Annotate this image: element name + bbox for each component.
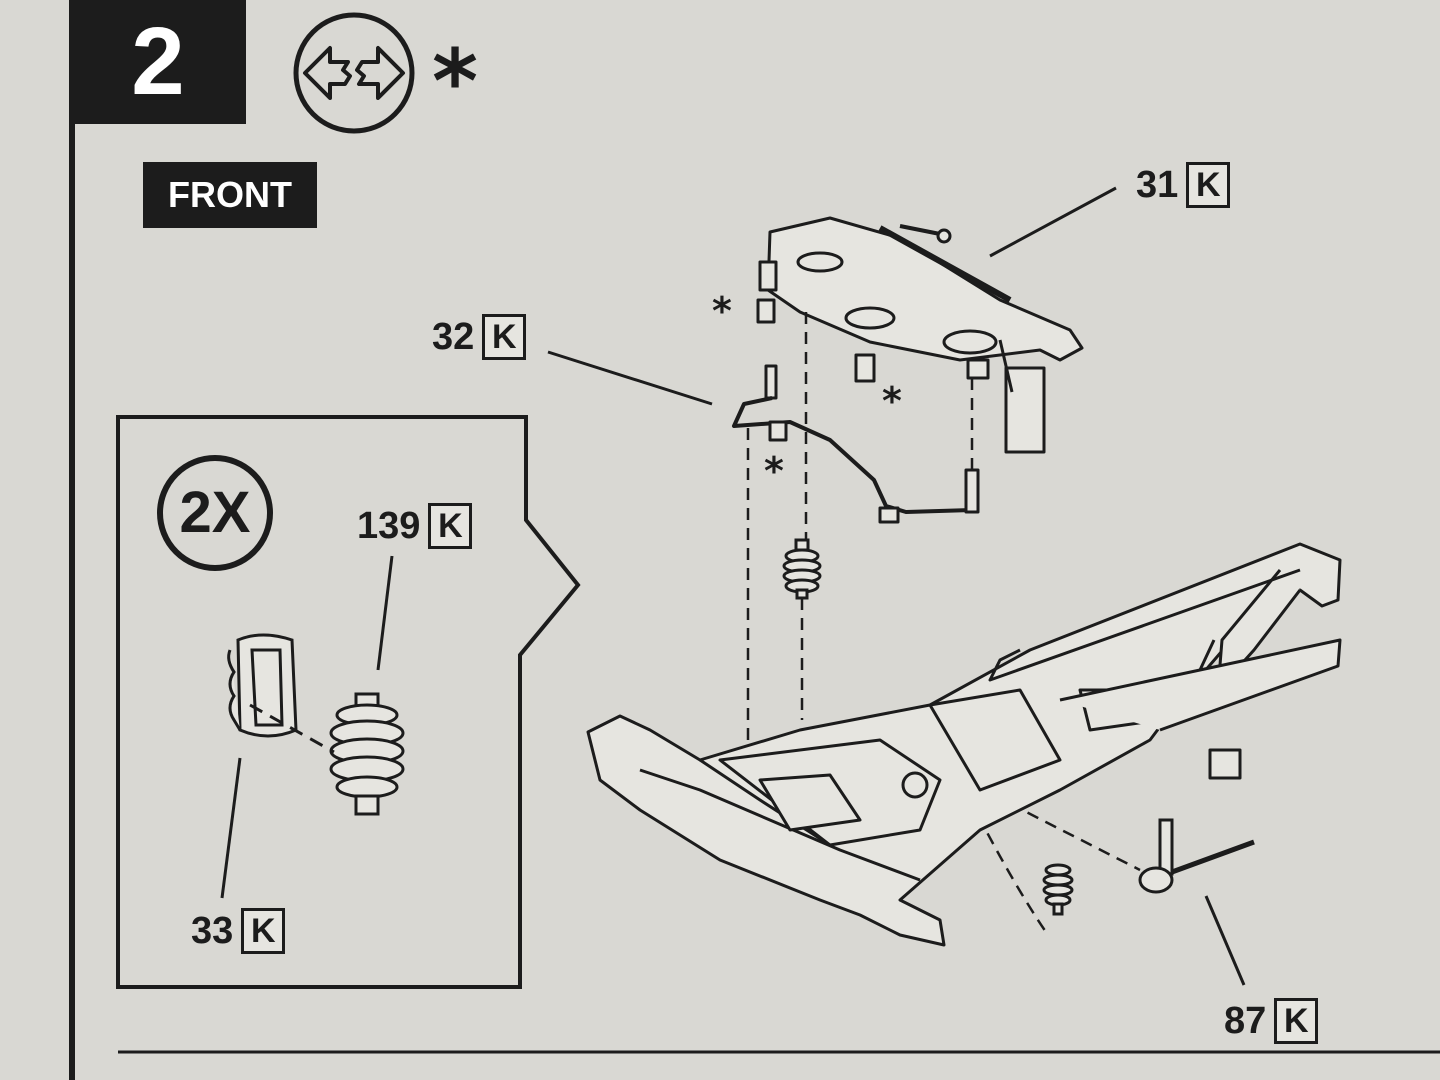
part-number: 32 xyxy=(432,315,475,358)
part-32-sway-bar xyxy=(732,364,980,524)
part-number: 31 xyxy=(1136,163,1179,206)
part-33-spring-cover xyxy=(227,633,298,738)
part-31-crossmember xyxy=(756,216,1084,454)
part-139-coil-spring xyxy=(329,692,405,816)
part-139-spring-placement xyxy=(782,538,822,600)
leader-lines xyxy=(220,186,1246,986)
sprue-letter: K xyxy=(428,503,473,549)
quantity-badge: 2X xyxy=(157,455,273,571)
step-number: 2 xyxy=(70,0,246,124)
callout-part-139: 139 K xyxy=(357,503,473,549)
inset-dashed-guide xyxy=(249,703,335,754)
callout-part-87: 87 K xyxy=(1224,998,1319,1044)
chassis-frame xyxy=(586,542,1342,947)
part-number: 33 xyxy=(191,909,234,952)
callout-part-31: 31 K xyxy=(1136,162,1231,208)
inset-panel xyxy=(116,415,581,989)
sprue-letter: K xyxy=(241,908,286,954)
callout-part-32: 32 K xyxy=(432,314,527,360)
asterisk-marker-3: * xyxy=(764,449,784,493)
front-orientation-tag: FRONT xyxy=(143,162,317,228)
part-number: 87 xyxy=(1224,999,1267,1042)
part-87-steering-box xyxy=(1138,818,1255,894)
part-number: 139 xyxy=(357,504,421,547)
separate-parts-arrows-icon xyxy=(293,12,415,134)
sprue-letter: K xyxy=(1186,162,1231,208)
spring-lower-placement xyxy=(1042,863,1074,916)
sprue-letter: K xyxy=(1274,998,1319,1044)
asterisk-marker-2: * xyxy=(882,379,902,423)
callout-part-33: 33 K xyxy=(191,908,286,954)
asterisk-icon: * xyxy=(432,30,479,133)
asterisk-marker-1: * xyxy=(712,289,732,333)
sprue-letter: K xyxy=(482,314,527,360)
